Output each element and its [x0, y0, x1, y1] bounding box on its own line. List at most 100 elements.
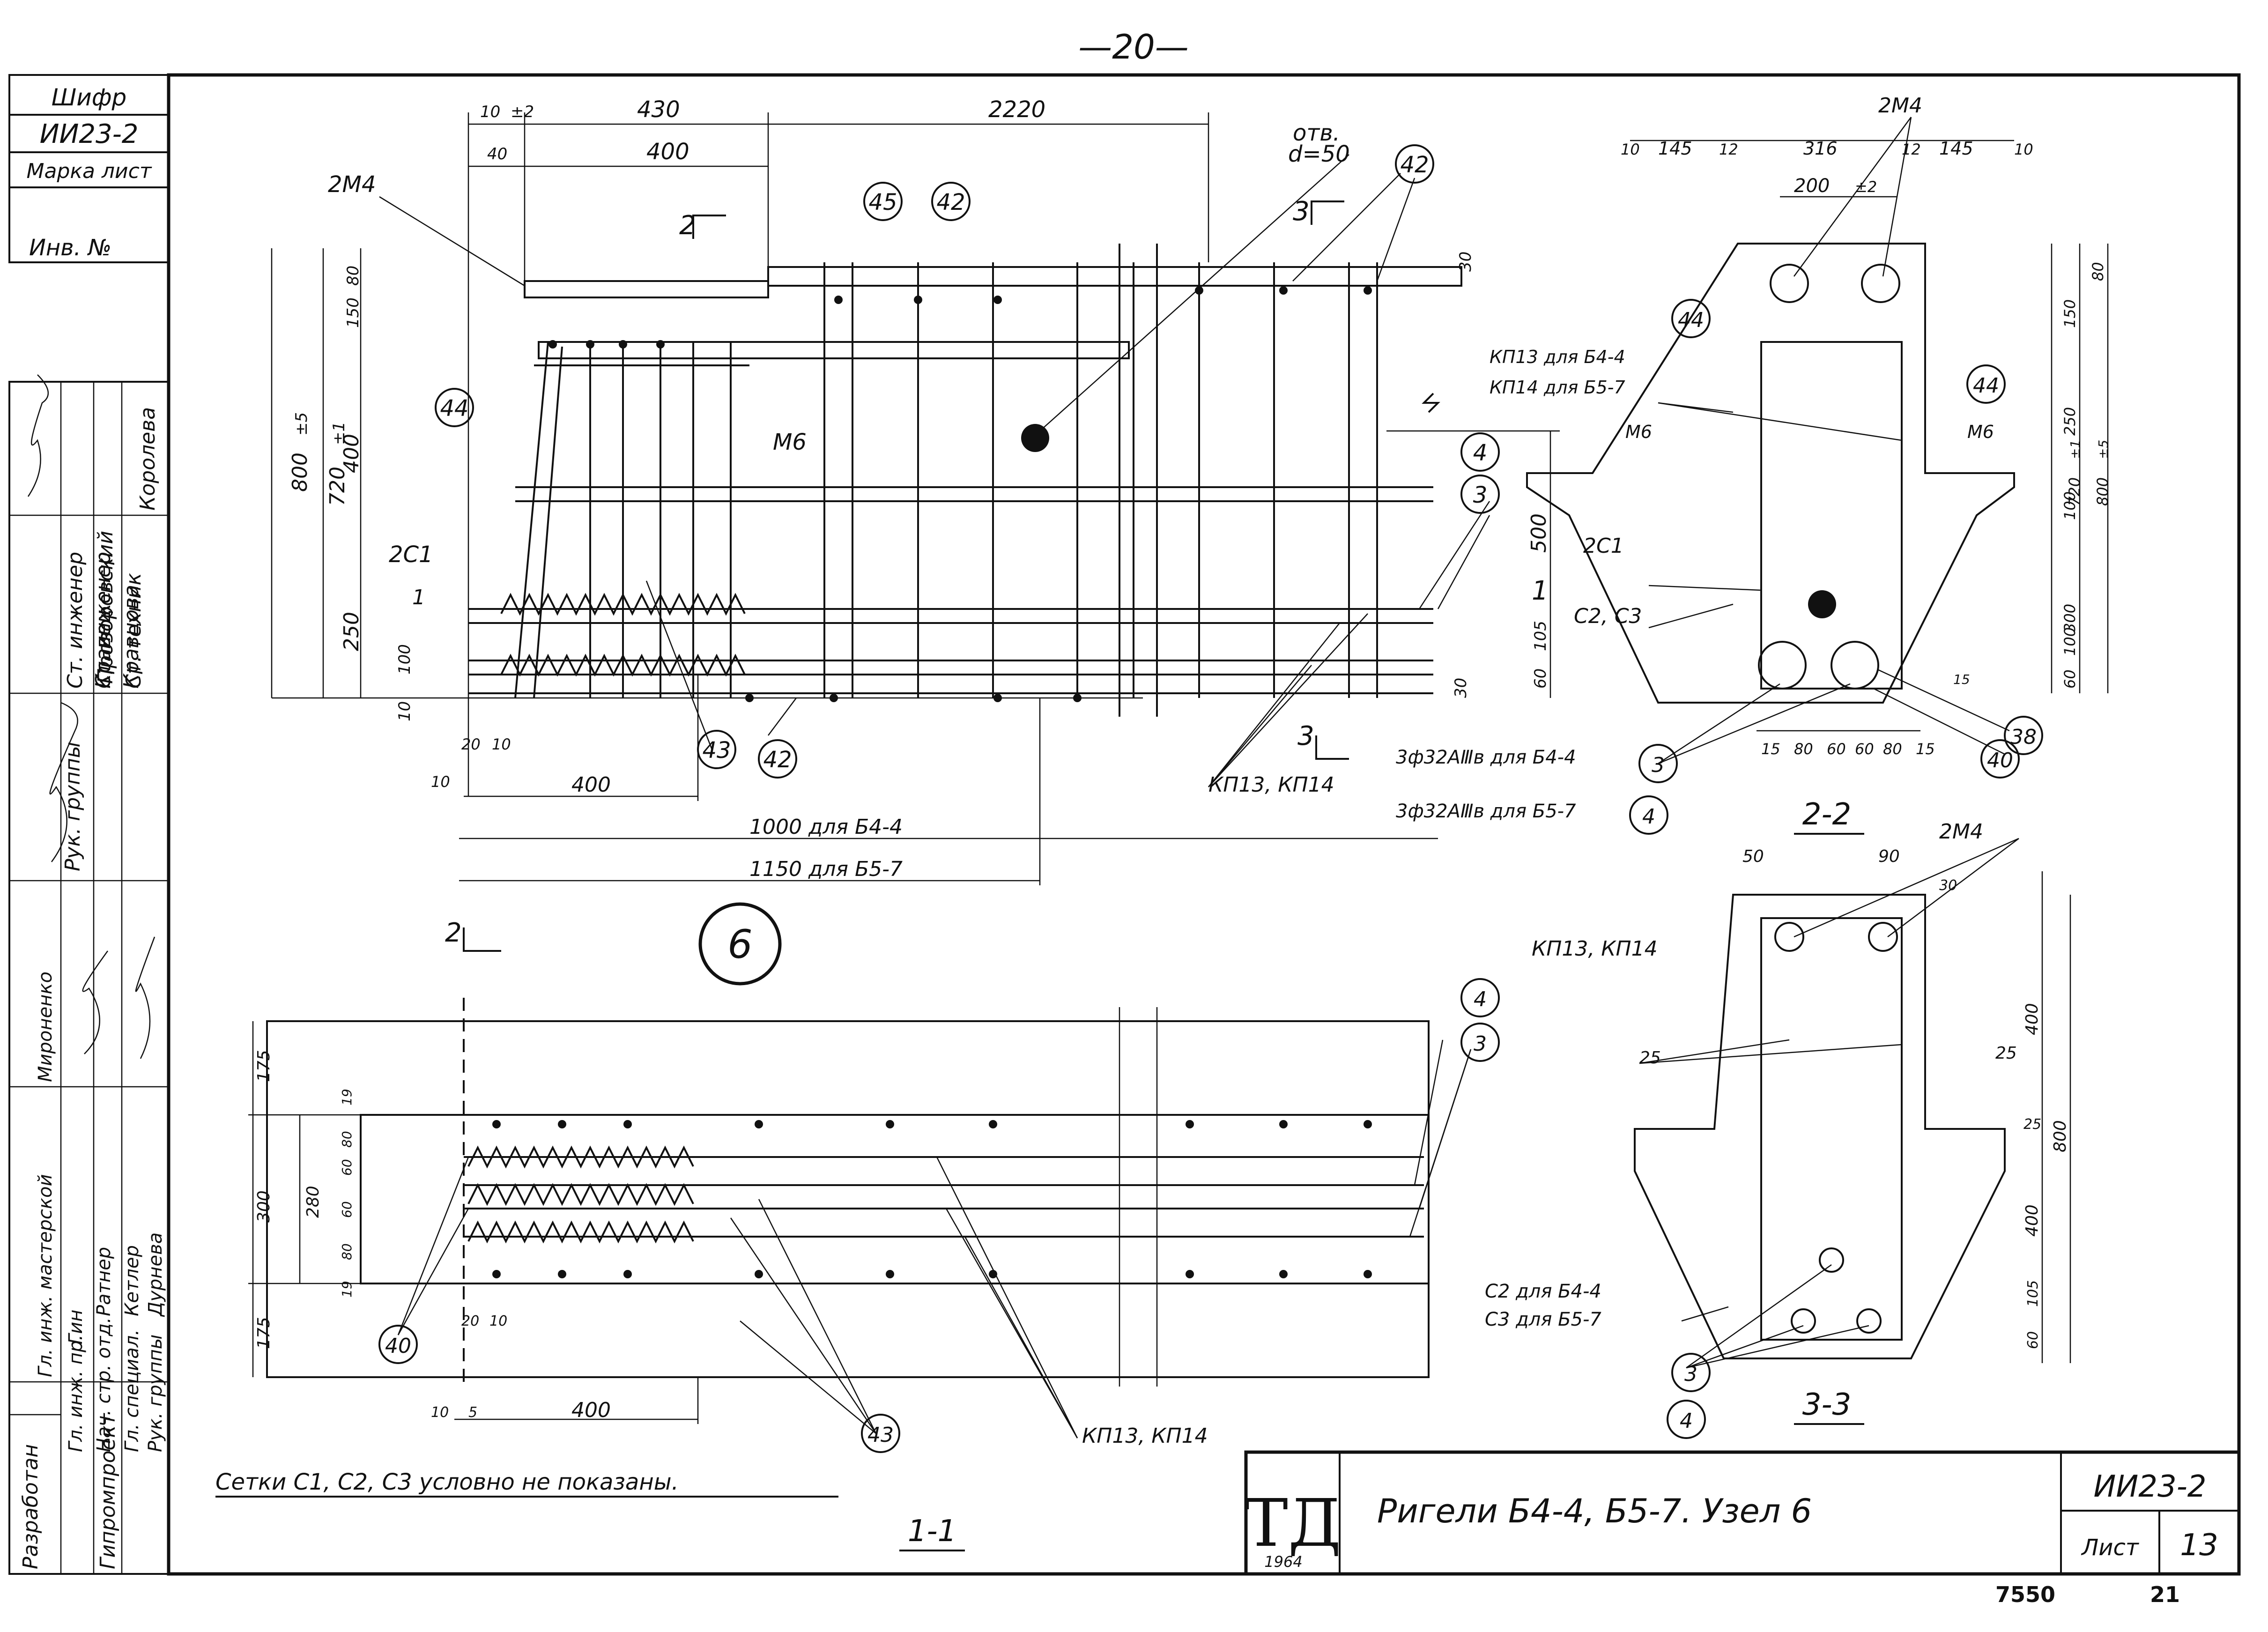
s11-dim-19b: 19	[339, 1281, 355, 1298]
sheet-frame	[167, 73, 2241, 1576]
section-mark-3-top: 3	[1293, 196, 1310, 227]
signature-scribble-1	[27, 374, 49, 497]
sig-role-9: Рук. группы	[145, 1335, 166, 1452]
institute-label: Гипромпроект	[96, 1413, 120, 1569]
label-m6: М6	[773, 429, 807, 455]
sheet-label: Лист	[2081, 1535, 2140, 1561]
dim-10c: 10	[395, 701, 414, 721]
s33-label-kp13-kp14: КП13, КП14	[1532, 937, 1658, 961]
s22-callout-3: 3	[1652, 753, 1665, 777]
sig-role-2: Ст. инженер	[63, 552, 87, 689]
dim-400-bottom: 400	[571, 773, 611, 797]
section-mark-1-left: 1	[412, 586, 425, 609]
s11-dim-5: 5	[468, 1404, 477, 1421]
s22-label-m6-right: М6	[1967, 422, 1994, 442]
dim-250: 250	[340, 612, 363, 651]
dim-500: 500	[1527, 513, 1551, 553]
signature-scribble-2	[49, 702, 78, 862]
s33-dim-105: 105	[2025, 1280, 2041, 1307]
s22-dim-150: 150	[2061, 299, 2079, 328]
hole-d50	[1021, 424, 1049, 452]
dim-720: 720	[326, 467, 349, 506]
s22-dim-300: 300	[2061, 604, 2079, 632]
title-text: Ригели Б4-4, Б5-7. Узел 6	[1377, 1492, 1812, 1530]
s22-dim-10b: 10	[2014, 141, 2033, 158]
dim-80: 80	[344, 266, 363, 286]
sig-name-6: Гин	[65, 1310, 87, 1344]
section-mark-1-right: 1	[1532, 576, 1549, 606]
dim-150: 150	[344, 297, 363, 328]
dim-pm5: ±5	[292, 412, 311, 436]
s33-callout-3: 3	[1684, 1362, 1697, 1386]
sig-role-7: Нач. стр. отд.	[93, 1317, 115, 1452]
section-1-1: 4 3 40 43 КП13, КП14 175 300 280 175 19 …	[248, 978, 1500, 1551]
s22-dim-80a: 80	[1794, 740, 1813, 758]
s33-dim-90: 90	[1878, 847, 1900, 866]
s22-dim-60: 60	[2061, 669, 2079, 689]
dim-pm2: ±2	[511, 103, 534, 121]
callout-4: 4	[1473, 440, 1488, 466]
dim-105: 105	[1531, 621, 1550, 651]
s22-dim-145a: 145	[1658, 138, 1692, 159]
s33-dim-25b: 25	[1995, 1044, 2017, 1063]
s22-dim-100b: 100	[2061, 627, 2079, 656]
dim-10: 10	[480, 103, 500, 121]
sig-role-3: Ст. инженер	[91, 552, 115, 689]
page-number: —20—	[1078, 27, 1189, 67]
dim-400-left: 400	[340, 434, 363, 473]
s22-dim-12b: 12	[1902, 141, 1921, 158]
s22-label-kp13: КП13 для Б4-4	[1490, 347, 1625, 367]
s22-callout-4: 4	[1642, 805, 1655, 829]
s33-dim-60: 60	[2025, 1331, 2041, 1349]
signature-scribble-4	[135, 936, 156, 1059]
s11-dim-10a: 10	[489, 1313, 507, 1329]
title-block: ТД 1964 Ригели Б4-4, Б5-7. Узел 6 ИИ23-2…	[1244, 1450, 2241, 1576]
sig-name-9: Дурнева	[145, 1232, 166, 1317]
dim-400-top: 400	[646, 139, 689, 165]
s11-callout-43: 43	[867, 1423, 894, 1447]
sig-name-3: Кравцова	[119, 585, 143, 689]
title-logo: ТД	[1244, 1485, 1341, 1562]
s22-dim-200: 200	[1794, 175, 1830, 197]
callout-42-bottom: 42	[763, 747, 792, 773]
plate-2m4	[524, 280, 769, 298]
section-3-3: 3 4 2М4 КП13, КП14 С2 для Б4-4 С3 для Б5…	[1485, 820, 2071, 1439]
sheet-number: 13	[2180, 1528, 2218, 1563]
dim-20: 20	[461, 735, 481, 753]
dim-60: 60	[1531, 668, 1550, 689]
s11-dim-19a: 19	[339, 1089, 355, 1105]
s22-dim-10a: 10	[1621, 141, 1640, 158]
s22-callout-38: 38	[2010, 725, 2037, 749]
s22-dim-800: 800	[2094, 477, 2112, 506]
dim-10a: 10	[492, 735, 511, 753]
s11-dim-10b: 10	[431, 1404, 449, 1421]
footer-right-number: 21	[2150, 1582, 2180, 1607]
s22-dim-100a: 100	[2061, 491, 2079, 520]
node-label: 6	[727, 921, 752, 967]
s33-dim-400b: 400	[2023, 1204, 2042, 1237]
dim-1000: 1000 для Б4-4	[749, 815, 903, 839]
s22-dim-12a: 12	[1719, 141, 1738, 158]
dim-30: 30	[1456, 252, 1475, 272]
section-2-2: 44 44 3 4 40 38 2М4 КП13 для Б4-4 КП14 д…	[1396, 94, 2112, 835]
s22-dim-15b: 15	[1916, 740, 1935, 758]
sig-role-8: Гл. специал.	[121, 1329, 143, 1452]
s33-label-c3: С3 для Б5-7	[1485, 1309, 1601, 1330]
s22-callout-44-right: 44	[1973, 374, 1999, 398]
sig-name-8: Кетлер	[121, 1245, 143, 1316]
s22-dim-80b: 80	[1883, 740, 1902, 758]
sig-name-4: Королева	[136, 407, 160, 511]
s11-label-kp13-kp14: КП13, КП14	[1082, 1424, 1208, 1448]
callout-45: 45	[868, 189, 897, 215]
s22-label-2c1: 2С1	[1583, 534, 1624, 558]
section-3-3-title: 3-3	[1802, 1387, 1852, 1422]
s22-callout-40: 40	[1987, 749, 2013, 772]
code-label: Шифр	[52, 84, 126, 111]
s33-label-2m4: 2М4	[1939, 820, 1983, 844]
s33-dim-25a: 25	[1639, 1048, 1661, 1068]
s11-dim-300: 300	[254, 1190, 274, 1223]
callout-44: 44	[440, 395, 468, 422]
s22-dim-15c: 15	[1953, 672, 1970, 687]
dim-2220: 2220	[988, 96, 1045, 123]
